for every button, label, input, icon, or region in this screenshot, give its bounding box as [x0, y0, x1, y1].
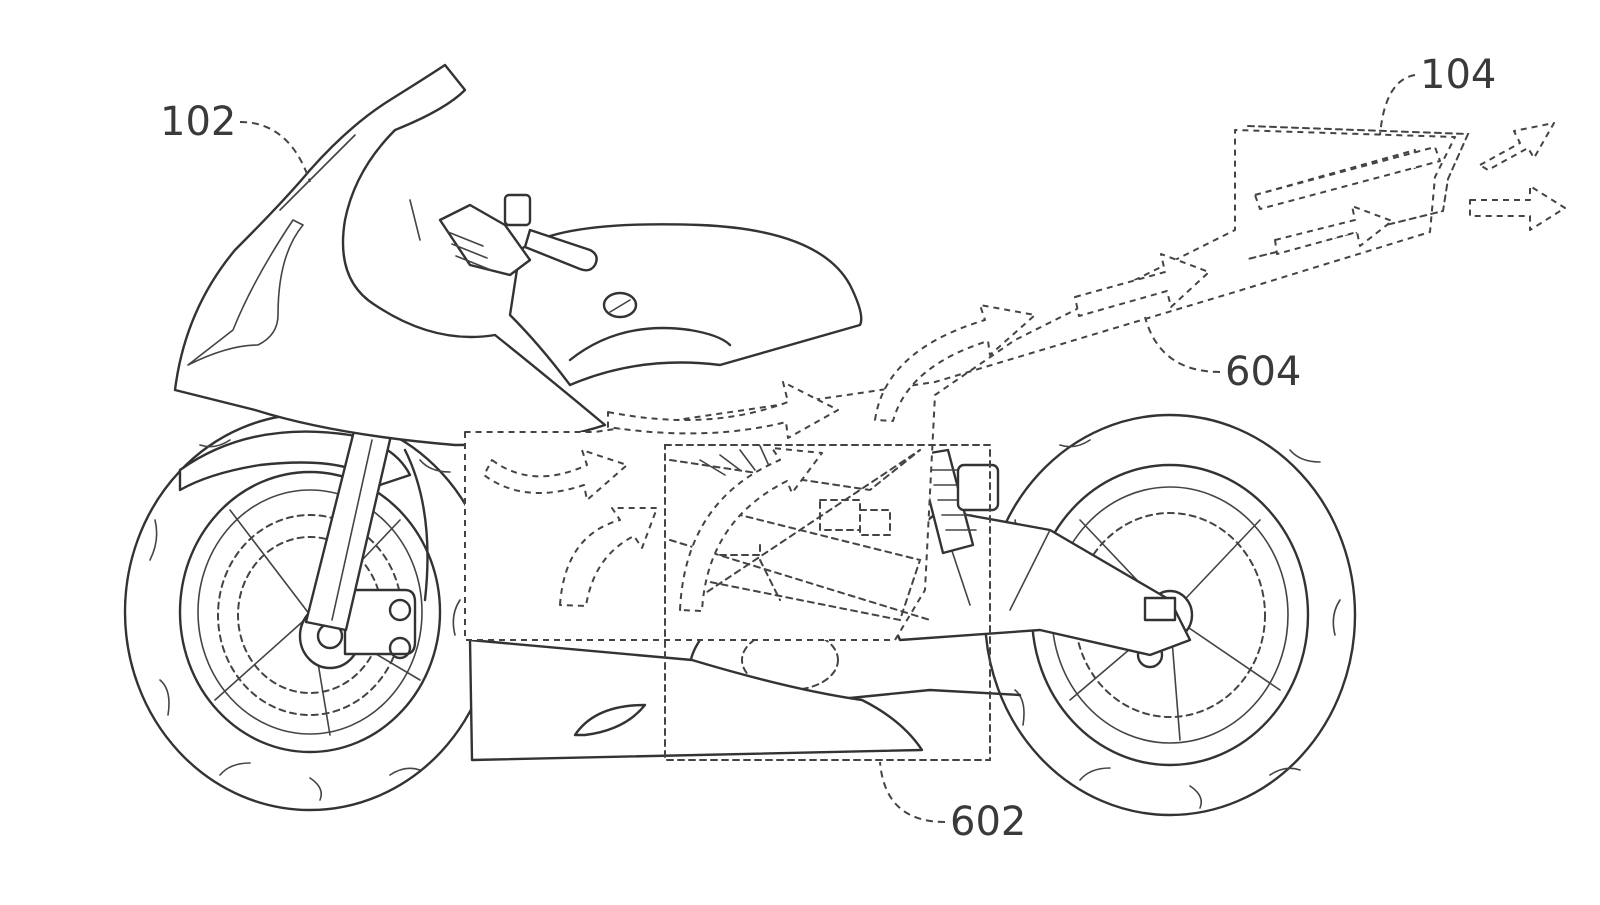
label-104: 104	[1420, 52, 1496, 98]
fuel-tank	[508, 223, 863, 387]
handlebar	[409, 193, 598, 277]
airflow-arrows	[483, 122, 1566, 612]
leader-602	[879, 761, 946, 823]
rear-shock	[883, 448, 1000, 625]
leader-102	[239, 121, 311, 183]
leader-604	[1144, 316, 1221, 373]
leader-104	[1379, 74, 1416, 136]
label-102: 102	[160, 99, 236, 145]
label-602: 602	[950, 799, 1026, 845]
label-604: 604	[1225, 349, 1301, 395]
belly-pan	[468, 638, 924, 762]
reference-labels: 102 104 604 602	[160, 52, 1496, 845]
belly-vent	[573, 703, 647, 737]
